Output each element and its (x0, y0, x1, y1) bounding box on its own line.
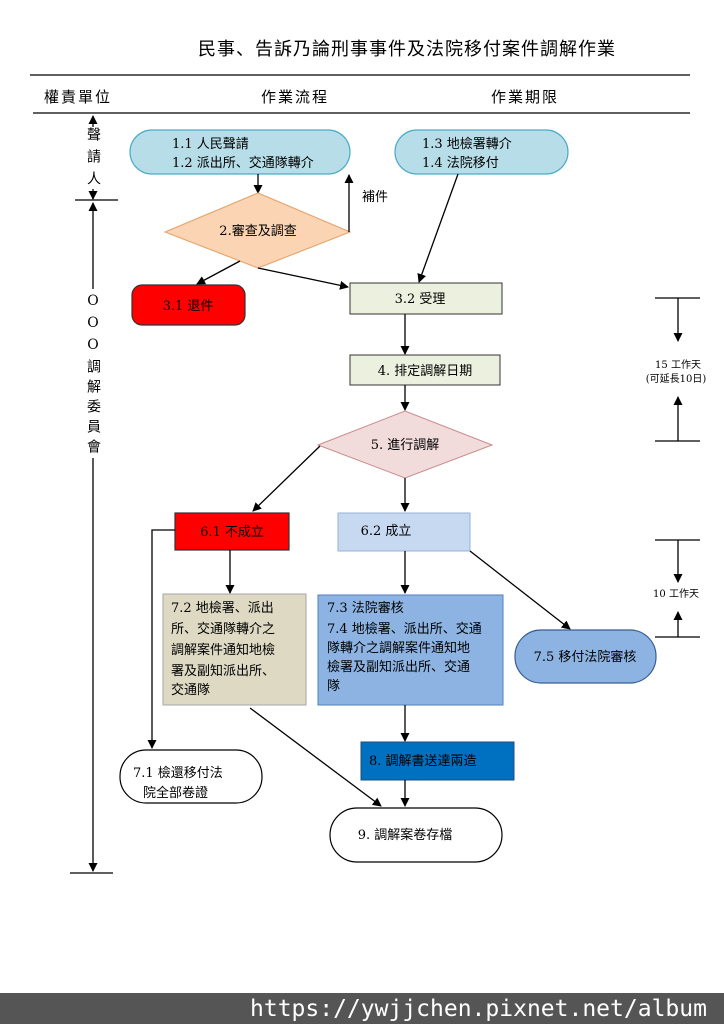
node-schedule-label: 4. 排定調解日期 (378, 364, 473, 379)
node-court-review-line-4: 檢署及副知派出所、交通 (327, 659, 470, 675)
node-notify-fail-line-2: 所、交通隊轉介之 (171, 621, 275, 637)
node-success (337, 512, 471, 552)
node-fail-label: 6.1 不成立 (200, 525, 264, 540)
node-court-review (317, 594, 504, 706)
arrow-fail-to-return-files (147, 529, 175, 749)
node-review-label: 2.審查及調查 (219, 224, 296, 239)
node-review (163, 192, 352, 269)
node-archive (329, 807, 503, 863)
unit-applicant: 聲請人 (85, 127, 101, 193)
watermark-text: https://ywjjchen.pixnet.net/album (250, 996, 707, 1022)
deadline-1-days: 15 工作天 (655, 359, 701, 371)
node-application (129, 129, 351, 175)
watermark-bar (0, 993, 724, 1024)
arrow-success-to-transfer (469, 550, 571, 630)
node-court-review-line-2: 7.4 地檢署、派出所、交通 (327, 621, 482, 637)
node-notify-fail-line-5: 交通隊 (171, 682, 210, 698)
node-transfer-court-label: 7.5 移付法院審核 (534, 650, 637, 665)
node-accept (349, 282, 503, 315)
node-return-files-line-1: 7.1 檢還移付法 (133, 765, 223, 781)
node-return-files-line-2: 院全部卷證 (143, 785, 208, 801)
node-reject-label: 3.1 退件 (163, 299, 214, 314)
node-success-label: 6.2 成立 (361, 524, 412, 539)
node-archive-label: 9. 調解案卷存檔 (358, 827, 453, 843)
node-referral (394, 129, 569, 175)
arrow-review-to-accept (257, 267, 349, 290)
node-transfer-court (514, 629, 657, 684)
node-schedule (349, 354, 501, 386)
unit-committee: OOO調解委員會 (85, 293, 101, 459)
node-referral-line-1: 1.3 地檢署轉介 (422, 136, 512, 152)
supplement-label: 補件 (362, 190, 388, 205)
deadline-1-note: (可延長10日) (646, 373, 707, 385)
node-deliver-label: 8. 調解書送達兩造 (369, 754, 477, 769)
header-deadline: 作業期限 (491, 88, 559, 106)
deadline-2-days: 10 工作天 (653, 588, 699, 600)
node-reject-text: 3.1 退件 (163, 299, 214, 314)
node-notify-fail-line-3: 調解案件通知地檢 (171, 642, 275, 658)
arrow-referral-to-accept (417, 173, 459, 283)
node-application-line-2: 1.2 派出所、交通隊轉介 (172, 155, 314, 171)
node-notify-fail-line-4: 署及副知派出所、 (171, 663, 275, 679)
node-deliver (360, 741, 515, 781)
page-title: 民事、告訴乃論刑事事件及法院移付案件調解作業 (198, 39, 616, 60)
node-notify-fail-line-1: 7.2 地檢署、派出 (171, 600, 274, 616)
arrow-review-to-reject (196, 260, 241, 285)
node-deliver-text: 8. 調解書送達兩造 (369, 754, 477, 769)
node-fail-text: 6.1 不成立 (200, 525, 264, 540)
node-referral-line-2: 1.4 法院移付 (422, 156, 499, 171)
header-flow: 作業流程 (261, 88, 329, 106)
arrow-notify-to-archive (249, 707, 382, 807)
node-return-files (119, 749, 263, 804)
node-application-line-1: 1.1 人民聲請 (172, 136, 249, 152)
arrow-mediate-to-fail (252, 445, 321, 512)
node-accept-label: 3.2 受理 (395, 292, 446, 307)
node-fail (174, 512, 290, 551)
node-reject (131, 284, 246, 326)
node-court-review-line-1: 7.3 法院審核 (327, 601, 404, 616)
node-mediate (316, 410, 494, 479)
node-mediate-label: 5. 進行調解 (371, 438, 440, 453)
header-unit: 權責單位 (44, 88, 112, 106)
node-court-review-line-3: 隊轉介之調解案件通知地 (327, 640, 470, 656)
node-court-review-line-5: 隊 (327, 678, 340, 694)
node-notify-fail (162, 593, 307, 706)
